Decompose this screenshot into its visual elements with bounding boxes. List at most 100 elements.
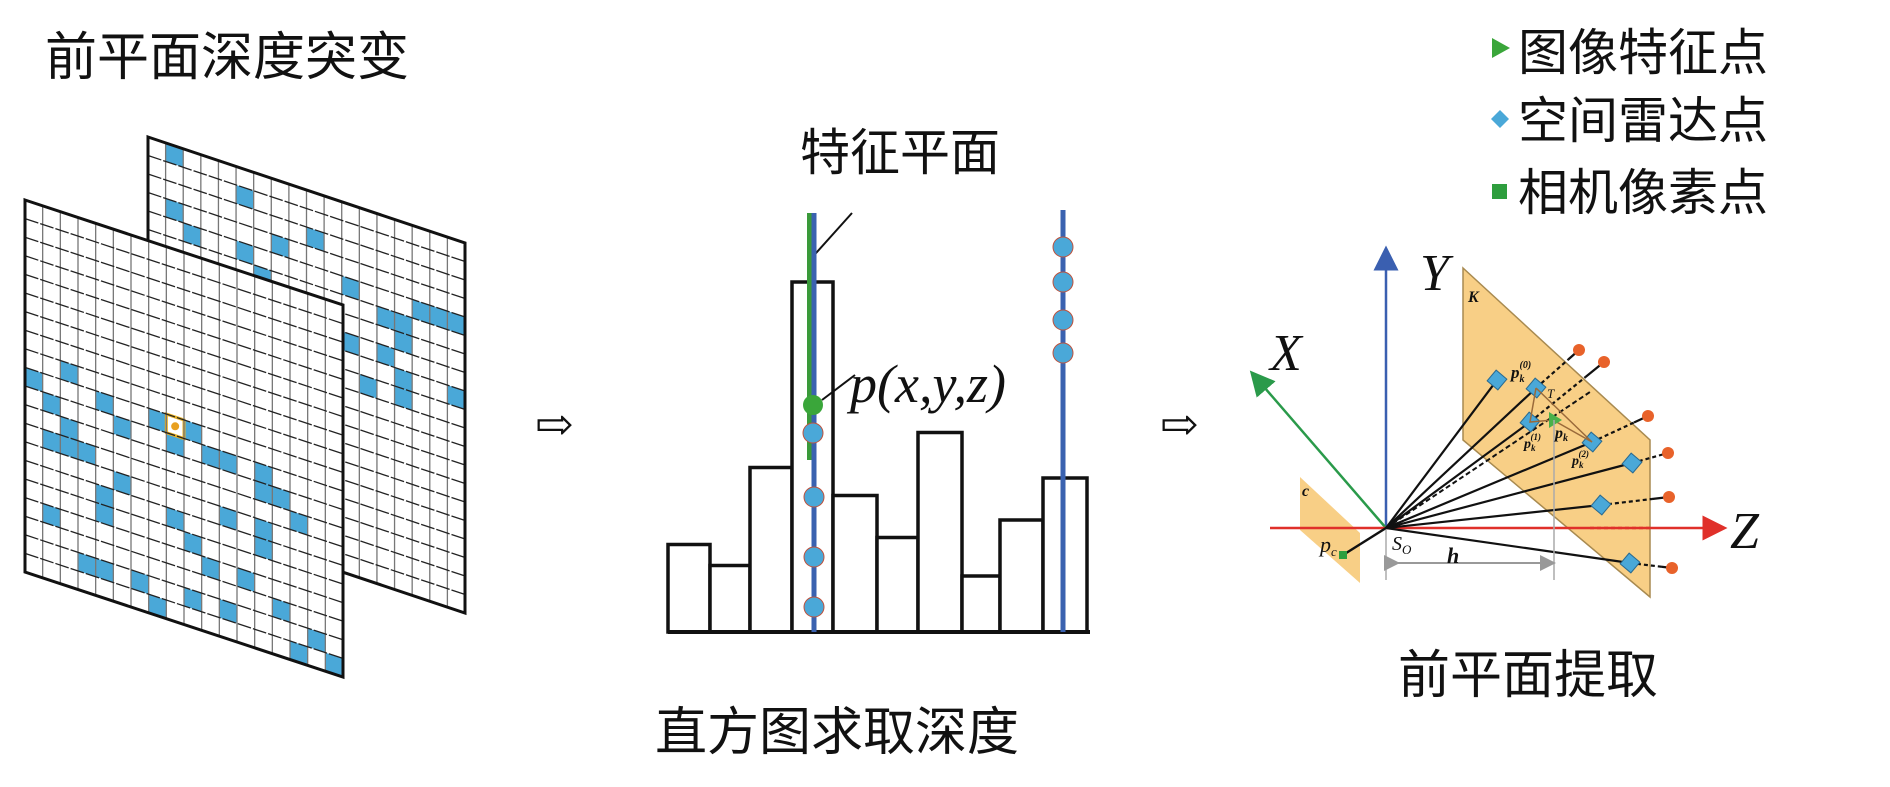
- histogram-bar: [960, 574, 1002, 634]
- grid-cell-filled: [290, 510, 308, 536]
- radar-points-histogram: [802, 236, 1074, 618]
- legend: 图像特征点 空间雷达点 相机像素点: [1491, 24, 1768, 222]
- grid-cell-filled: [394, 330, 413, 355]
- grid-line: [24, 496, 344, 604]
- grid-line: [24, 217, 344, 325]
- pk0-main: p: [1509, 363, 1520, 382]
- pk1-sub: k: [1531, 443, 1536, 453]
- radar-point-diamond: [1486, 369, 1508, 391]
- radar-point-diamond: [1590, 494, 1612, 516]
- grid-cell-filled: [113, 415, 131, 440]
- grid-cell-filled: [219, 598, 237, 624]
- grid-cell-filled: [254, 480, 273, 505]
- grid-cell-filled: [254, 536, 273, 561]
- grid-cell-filled: [376, 343, 395, 368]
- radar-dot: [1642, 410, 1654, 422]
- projection-diagram: Y X Z K c pc SO h T pk(0) pk(1) pk pk(2): [1249, 245, 1760, 599]
- title-feature-plane: 特征平面: [800, 124, 1000, 182]
- h-label: h: [1447, 543, 1459, 568]
- grid-cell-filled: [254, 517, 273, 543]
- grid-cell-filled: [184, 531, 202, 556]
- grid-cell-filled: [219, 505, 237, 531]
- title-depth-mutation: 前平面深度突变: [45, 28, 409, 88]
- title-histogram-depth: 直方图求取深度: [655, 703, 1019, 763]
- grid-cell-filled: [237, 567, 255, 593]
- so-label: SO: [1392, 533, 1412, 557]
- radar-dot: [1662, 447, 1674, 459]
- grid-cell-filled: [341, 331, 360, 356]
- grid-line: [24, 292, 344, 399]
- grid-line: [24, 459, 344, 567]
- radar-point: [1052, 271, 1074, 293]
- pc-ray: [1342, 526, 1387, 557]
- radar-dot: [1663, 491, 1675, 503]
- grid-cell-filled: [447, 311, 465, 336]
- grid-line: [24, 348, 344, 455]
- grid-cell-filled: [42, 429, 61, 454]
- ray-hidden: [1631, 454, 1660, 465]
- histogram-bar: [831, 493, 879, 634]
- grid-line: [147, 154, 466, 263]
- ray: [1385, 503, 1602, 530]
- grid-line: [24, 236, 344, 343]
- grid-cell-filled: [376, 306, 395, 331]
- grid-cell-filled: [394, 367, 413, 392]
- pk1-main: p: [1523, 437, 1531, 452]
- radar-point-diamond: [1621, 452, 1643, 474]
- grid-line: [147, 228, 466, 337]
- radar-point: [803, 486, 825, 508]
- grid-cell-filled: [113, 470, 131, 496]
- diamond-icon: [1491, 110, 1509, 128]
- grid-cell-filled: [165, 198, 184, 223]
- legend-label-feature: 图像特征点: [1518, 24, 1768, 82]
- grid-cell-filled: [95, 502, 114, 527]
- grid-line: [147, 191, 466, 300]
- pc-main: p: [1318, 532, 1331, 557]
- pk-label: pk: [1553, 425, 1568, 444]
- histogram-bar: [708, 563, 752, 634]
- grid-cell-filled: [201, 555, 220, 581]
- histogram-bar: [875, 535, 920, 634]
- histogram: [666, 280, 1089, 634]
- title-front-plane-extraction: 前平面提取: [1398, 646, 1658, 706]
- radar-point: [1052, 309, 1074, 331]
- radar-point: [1052, 342, 1074, 364]
- grid-cell-filled: [254, 461, 273, 487]
- triangle-icon: [1492, 38, 1510, 58]
- grid-cell-filled: [412, 299, 430, 324]
- x-axis: [1249, 370, 1387, 529]
- pk0-label: pk(0): [1509, 360, 1531, 385]
- arrow-2: ⇨: [1160, 397, 1199, 451]
- grid-line: [24, 385, 344, 492]
- grid-cell-filled: [95, 483, 114, 509]
- grid-line: [24, 534, 344, 641]
- depth-grid-front: [23, 197, 345, 680]
- grid-cell-filled: [236, 184, 254, 210]
- plane-c-label: c: [1302, 483, 1309, 500]
- grid-line: [24, 255, 344, 362]
- grid-cell-filled: [95, 390, 114, 416]
- point-label: p(x,y,z): [846, 354, 1006, 414]
- ray: [1385, 461, 1633, 530]
- grid-cell-filled: [25, 367, 43, 392]
- grid-cell-filled: [78, 440, 96, 466]
- grid-cell-filled: [60, 416, 78, 441]
- plane-k-label: K: [1467, 289, 1480, 306]
- ray-hidden: [1629, 561, 1662, 568]
- grid-cell-filled: [271, 233, 289, 259]
- ray: [1385, 379, 1498, 529]
- histogram-bar: [916, 430, 964, 634]
- pk-sub: k: [1563, 433, 1568, 444]
- radar-point: [803, 546, 825, 568]
- grid-cell-filled: [148, 594, 167, 619]
- grid-cell-filled: [307, 628, 326, 653]
- grid-cell-filled: [166, 507, 184, 532]
- grid-cell-filled: [165, 142, 184, 168]
- highlight-point: [171, 422, 180, 431]
- grid-cell-filled: [325, 652, 343, 677]
- radar-point-diamond: [1619, 552, 1641, 574]
- radar-point: [802, 422, 824, 444]
- grid-cell-filled: [95, 558, 114, 583]
